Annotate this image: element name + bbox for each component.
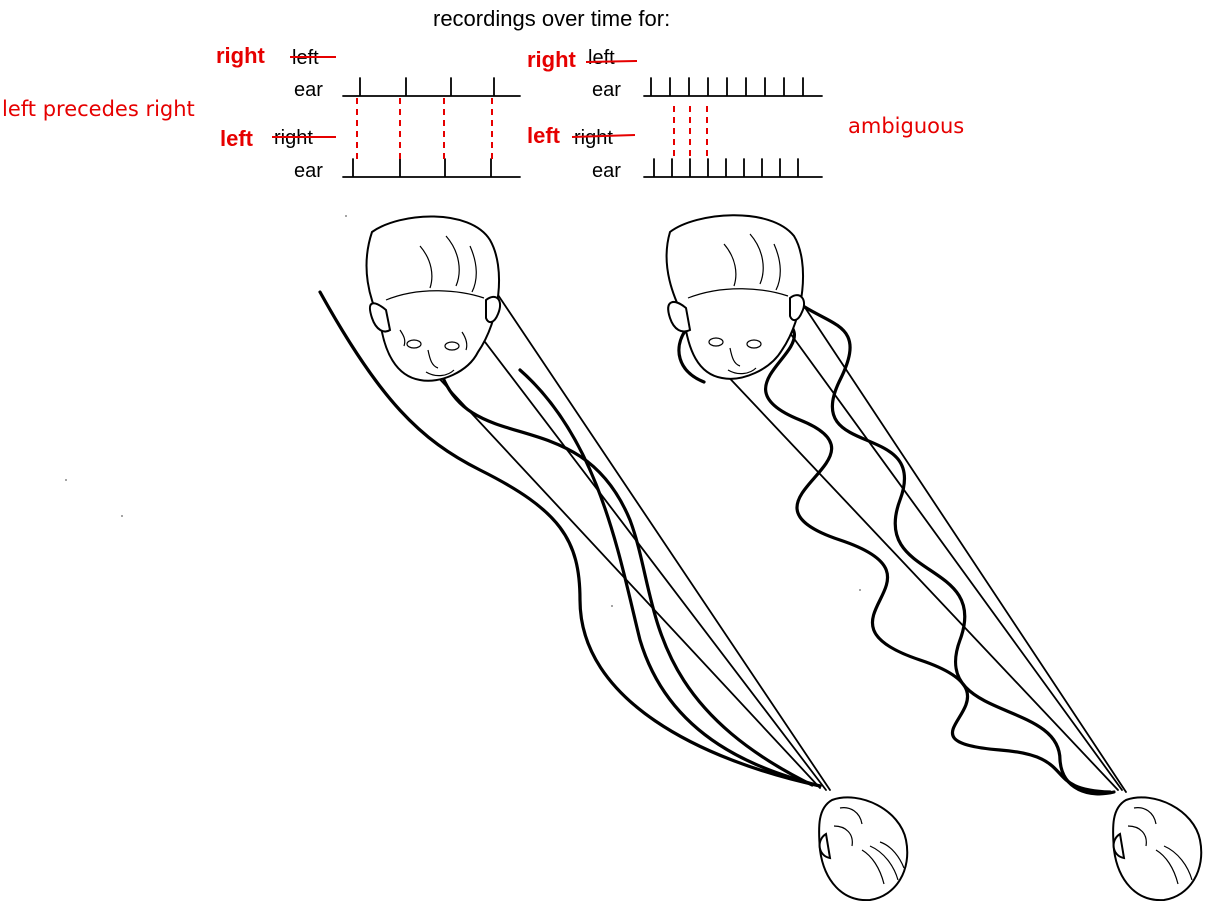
right-bottom-ear-label: ear xyxy=(592,160,621,182)
right-top-trace xyxy=(644,78,822,96)
left-bottom-red-label: left xyxy=(220,126,254,151)
left-top-red-label: right xyxy=(216,43,266,68)
left-bottom-trace xyxy=(343,159,520,177)
left-top-ear-label: ear xyxy=(294,79,323,101)
right-panel-traces xyxy=(644,78,822,177)
left-annotation: left precedes right xyxy=(2,97,195,121)
right-top-ear-label: ear xyxy=(592,79,621,101)
left-panel-timing-markers xyxy=(357,98,492,160)
diagram-heading: recordings over time for: xyxy=(433,6,670,31)
left-top-trace xyxy=(343,78,520,96)
right-top-red-label: right xyxy=(527,47,577,72)
right-top-strike-line xyxy=(586,61,637,62)
left-source-head xyxy=(367,216,501,380)
right-bottom-red-label: left xyxy=(527,123,561,148)
left-listener-head xyxy=(819,797,907,900)
left-panel-labels: right left ear left right ear xyxy=(216,43,336,182)
right-panel-timing-markers xyxy=(674,106,707,158)
left-panel-traces xyxy=(343,78,520,177)
right-bottom-trace xyxy=(644,159,822,177)
left-bottom-ear-label: ear xyxy=(294,160,323,182)
right-bottom-struck-label: right xyxy=(574,127,613,149)
right-panel-labels: right left ear left right ear xyxy=(527,47,637,182)
right-top-struck-label: left xyxy=(588,47,615,69)
right-listener-head xyxy=(1113,797,1201,900)
right-source-head xyxy=(667,215,805,379)
right-annotation: ambiguous xyxy=(848,114,964,138)
